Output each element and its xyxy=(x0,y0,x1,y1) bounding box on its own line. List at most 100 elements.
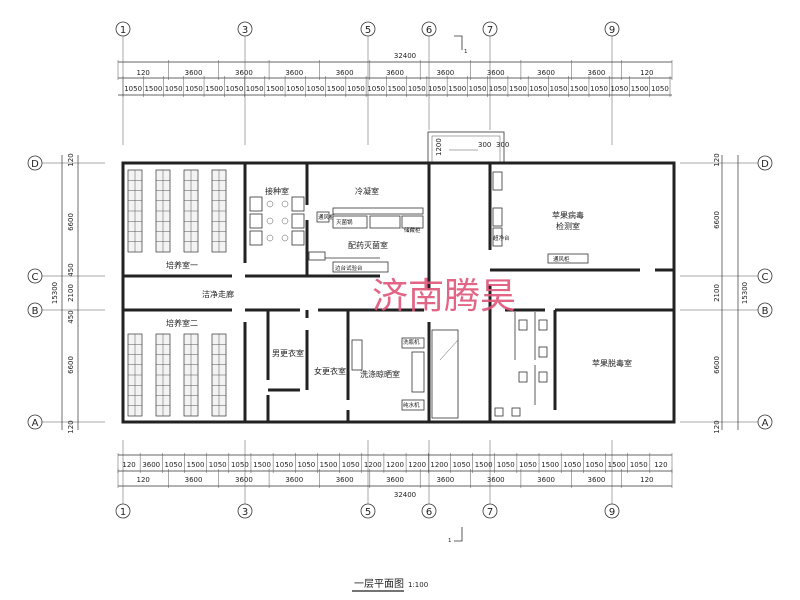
drawing-scale: 1:100 xyxy=(408,581,428,589)
axis-label: 1 xyxy=(120,507,126,518)
wash-bottle-label: 洗瓶机 xyxy=(403,338,420,346)
dimension-value: 1050 xyxy=(165,85,183,93)
axis-label: 6 xyxy=(426,507,432,518)
dimension-value: 1050 xyxy=(164,461,182,469)
axis-bubble-top-5: 5 xyxy=(360,21,376,37)
dimension-right: 6600 xyxy=(713,211,721,229)
axis-bubble-right-d: D xyxy=(757,155,773,171)
drawing-title: 一层平面图 1:100 xyxy=(352,578,428,592)
dimension-value: 1500 xyxy=(570,85,588,93)
dimension-value: 1050 xyxy=(297,461,315,469)
dimension-value: 1500 xyxy=(144,85,162,93)
dimension-value: 1050 xyxy=(590,85,608,93)
entrance-dimension: 1200 xyxy=(435,138,443,156)
ventilator-hood-label: 通风柜 xyxy=(553,255,570,263)
entrance-dimension: 300 xyxy=(496,141,509,149)
bench-unit xyxy=(332,261,389,273)
hood-unit xyxy=(249,196,263,212)
axis-leader-lines xyxy=(42,36,758,504)
room-label-virus-test: 苹果病毒检测室 xyxy=(552,210,584,231)
axis-label: B xyxy=(32,306,39,317)
dimension-left: 120 xyxy=(67,153,75,166)
virus-test-equipment: 超净台 通风柜 xyxy=(492,171,589,264)
dimension-value: 3600 xyxy=(336,476,354,484)
dimension-value: 1050 xyxy=(246,85,264,93)
axis-label: D xyxy=(31,159,39,170)
dimension-left: 450 xyxy=(67,310,75,323)
section-mark-bottom: 1 xyxy=(448,527,463,544)
dimension-right: 6600 xyxy=(713,356,721,374)
dimension-value: 1500 xyxy=(253,461,271,469)
dimension-value: 3600 xyxy=(235,476,253,484)
dimension-value: 3600 xyxy=(487,476,505,484)
dimension-row-bottom-1: 120 3600 1050 1500 1050 1050 1500 1050 1050 1500 1… xyxy=(117,453,673,473)
storage-unit xyxy=(401,215,424,229)
sterilizer-unit xyxy=(332,215,368,229)
dimension-value: 120 xyxy=(654,461,667,469)
dimension-value: 3600 xyxy=(386,476,404,484)
dimension-value: 1500 xyxy=(205,85,223,93)
axis-markers-bottom: 1 3 5 6 7 9 xyxy=(115,503,620,519)
room-label-cooling: 冷凝室 xyxy=(355,186,379,196)
sterilizer-label: 灭菌锅 xyxy=(336,218,353,226)
dimension-value: 1050 xyxy=(367,85,385,93)
dimension-value: 1500 xyxy=(608,461,626,469)
dimension-value: 1050 xyxy=(469,85,487,93)
dimension-value: 1500 xyxy=(187,461,205,469)
bench-label: 边台试验台 xyxy=(335,264,363,272)
axis-bubble-left-c: C xyxy=(27,268,43,284)
prep-room-equipment: 通风柜 灭菌锅 储藏柜 边台试验台 xyxy=(308,207,424,273)
dimension-value: 3600 xyxy=(142,461,160,469)
dimension-right: 120 xyxy=(713,420,721,433)
dimension-total-top: 32400 xyxy=(394,52,416,60)
dimension-value: 1050 xyxy=(342,461,360,469)
axis-bubble-bottom-9: 9 xyxy=(604,503,620,519)
dimension-value: 120 xyxy=(640,476,653,484)
axis-bubble-top-1: 1 xyxy=(115,21,131,37)
hood-unit xyxy=(249,230,263,246)
dimension-value: 1500 xyxy=(320,461,338,469)
section-mark-top: 1 xyxy=(454,35,468,55)
dimension-left: 120 xyxy=(67,420,75,433)
dimension-left: 6600 xyxy=(67,356,75,374)
svg-text:1: 1 xyxy=(464,49,468,55)
dimension-value: 1500 xyxy=(631,85,649,93)
dimension-total-bottom: 32400 xyxy=(394,491,416,499)
axis-label: A xyxy=(762,418,769,429)
dimension-value: 1050 xyxy=(286,85,304,93)
dimension-right: 120 xyxy=(713,153,721,166)
axis-markers-top: 1 3 5 6 7 9 xyxy=(115,21,620,37)
dimension-value: 120 xyxy=(640,69,653,77)
dimension-value: 1050 xyxy=(185,85,203,93)
dimension-value: 1050 xyxy=(550,85,568,93)
dimension-total-left: 15300 xyxy=(51,282,59,304)
dimension-value: 1050 xyxy=(453,461,471,469)
axis-label: 9 xyxy=(609,25,615,36)
dimension-right: 2100 xyxy=(713,284,721,302)
wash-room-equipment: 洗瓶机 纯水机 xyxy=(351,337,425,411)
dimension-total-right: 15300 xyxy=(741,282,749,304)
dimension-value: 3600 xyxy=(285,476,303,484)
axis-bubble-top-9: 9 xyxy=(604,21,620,37)
dimension-value: 1050 xyxy=(226,85,244,93)
dimension-value: 3600 xyxy=(588,69,606,77)
dimension-value: 1200 xyxy=(386,461,404,469)
dimension-left: 450 xyxy=(67,263,75,276)
dimension-value: 1200 xyxy=(364,461,382,469)
axis-label: 1 xyxy=(120,25,126,36)
axis-bubble-bottom-6: 6 xyxy=(421,503,437,519)
axis-bubble-right-b: B xyxy=(757,302,773,318)
building-walls xyxy=(121,161,676,424)
room-label-wash: 洗涤晾晒室 xyxy=(360,369,400,379)
dimension-value: 1050 xyxy=(497,461,515,469)
dimension-value: 3600 xyxy=(235,69,253,77)
dimension-value: 120 xyxy=(136,476,149,484)
dimension-left: 6600 xyxy=(67,213,75,231)
bottom-dimensions: 120 3600 1050 1500 1050 1050 1500 1050 1050 1500 1… xyxy=(117,453,673,499)
dimension-value: 1200 xyxy=(408,461,426,469)
axis-label: C xyxy=(762,272,769,283)
dimension-value: 1200 xyxy=(430,461,448,469)
dimension-value: 1500 xyxy=(388,85,406,93)
